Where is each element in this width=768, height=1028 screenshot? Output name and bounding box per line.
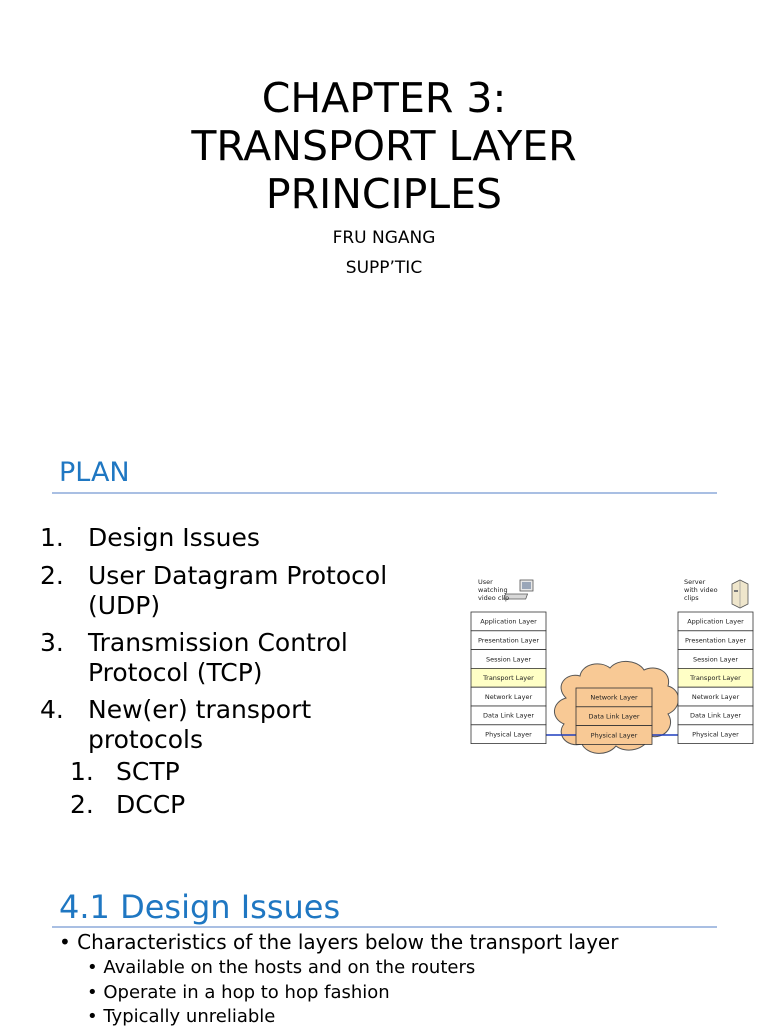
bullet-text: Operate in a hop to hop fashion xyxy=(103,982,390,1003)
list-number: 1. xyxy=(70,757,94,786)
layer-label: Transport Layer xyxy=(689,674,741,682)
bullet-text: Typically unreliable xyxy=(103,1006,276,1027)
list-number: 1. xyxy=(40,523,64,552)
layer-label: Physical Layer xyxy=(485,731,532,739)
layer-label: Transport Layer xyxy=(482,674,534,682)
subbullet-item: • Operate in a hop to hop fashion xyxy=(87,982,390,1004)
title-line-3: PRINCIPLES xyxy=(265,170,503,218)
layer-label: Session Layer xyxy=(693,655,738,663)
chapter-title: CHAPTER 3: TRANSPORT LAYER PRINCIPLES xyxy=(0,74,768,218)
list-number: 4. xyxy=(40,695,64,724)
list-label: Protocol (TCP) xyxy=(88,658,263,687)
heading-divider xyxy=(52,926,717,928)
layer-label: Presentation Layer xyxy=(685,637,746,645)
layer-box xyxy=(575,725,653,745)
layer-box xyxy=(677,724,754,745)
list-label: SCTP xyxy=(116,757,180,786)
list-number: 2. xyxy=(40,561,64,590)
bullet-text: Characteristics of the layers below the … xyxy=(77,930,619,954)
bullet-marker: • xyxy=(59,930,78,954)
list-number: 3. xyxy=(40,628,64,657)
list-number: 2. xyxy=(70,790,94,819)
bullet-marker: • xyxy=(87,957,104,978)
list-label: protocols xyxy=(88,725,204,754)
computer-icon xyxy=(503,579,534,600)
layer-label: Application Layer xyxy=(480,618,537,626)
layer-label: Application Layer xyxy=(687,618,744,626)
layer-label: Data Link Layer xyxy=(588,713,639,721)
author-name: FRU NGANG xyxy=(332,228,436,248)
title-line-2: TRANSPORT LAYER xyxy=(191,122,577,170)
plan-heading: PLAN xyxy=(59,457,130,488)
layer-label: Network Layer xyxy=(485,693,533,701)
organization-name: SUPP’TIC xyxy=(345,258,423,278)
title-line-1: CHAPTER 3: xyxy=(261,74,507,122)
layer-label: Network Layer xyxy=(692,693,740,701)
layer-box xyxy=(470,724,547,745)
layer-label: Data Link Layer xyxy=(483,712,534,720)
title-slide: CHAPTER 3: TRANSPORT LAYER PRINCIPLES FR… xyxy=(0,0,768,420)
osi-model-diagram: User watching video clip Server with vid… xyxy=(470,578,754,754)
bullet-item: • Characteristics of the layers below th… xyxy=(59,930,618,954)
layer-label: Network Layer xyxy=(590,694,638,702)
layer-label: Session Layer xyxy=(486,655,531,663)
list-label: (UDP) xyxy=(88,591,161,620)
section-heading: 4.1 Design Issues xyxy=(59,888,341,926)
list-label: Design Issues xyxy=(88,523,260,552)
right-caption-line: with video xyxy=(684,586,718,594)
left-caption-line: video clip xyxy=(478,594,509,602)
layer-label: Presentation Layer xyxy=(478,637,539,645)
bullet-marker: • xyxy=(87,982,104,1003)
layer-label: Physical Layer xyxy=(692,731,739,739)
bullet-marker: • xyxy=(87,1006,104,1027)
layer-label: Data Link Layer xyxy=(690,712,741,720)
right-caption-line: Server xyxy=(684,578,706,586)
list-label: DCCP xyxy=(116,790,186,819)
list-label: Transmission Control xyxy=(88,628,348,657)
list-label: User Datagram Protocol xyxy=(88,561,388,590)
left-caption-line: watching xyxy=(478,586,508,594)
left-caption-line: User xyxy=(478,578,493,586)
server-icon xyxy=(731,579,749,609)
right-caption-line: clips xyxy=(684,594,699,602)
bullet-text: Available on the hosts and on the router… xyxy=(103,957,476,978)
layer-label: Physical Layer xyxy=(591,731,638,739)
heading-divider xyxy=(52,492,717,494)
subbullet-item: • Available on the hosts and on the rout… xyxy=(87,957,475,979)
subbullet-item: • Typically unreliable xyxy=(87,1006,275,1028)
list-label: New(er) transport xyxy=(88,695,312,724)
